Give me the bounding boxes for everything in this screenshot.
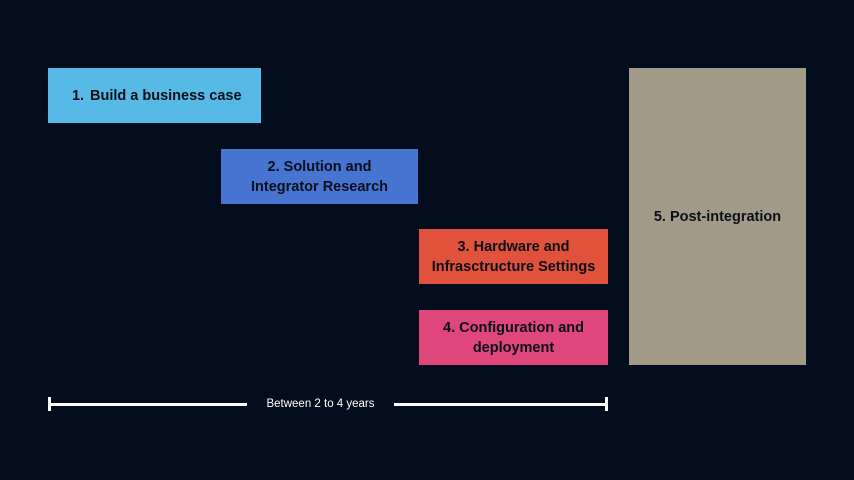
step-4-label-line-2: deployment [472,339,555,356]
step-2-label-line-2: Integrator Research [251,178,388,195]
step-3-hardware-infrastructure: 3. Hardware and Infrasctructure Settings [419,229,608,284]
step-4-label-line-1: 4. Configuration and [443,319,584,336]
step-5-label: 5. Post-integration [653,208,782,225]
step-1-label: Build a business case [90,87,242,104]
step-2-solution-integrator-research: 2. Solution and Integrator Research [221,149,418,204]
step-1-number: 1. [71,87,85,104]
timeline-line-left [48,402,247,406]
step-2-label-line-1: 2. Solution and [267,158,372,175]
step-3-label-line-1: 3. Hardware and [457,238,570,255]
step-1-build-business-case: 1. Build a business case [48,68,261,123]
timeline-end-cap [605,397,608,411]
timeline-label: Between 2 to 4 years [266,398,375,410]
step-3-label-line-2: Infrasctructure Settings [431,258,596,275]
step-5-post-integration: 5. Post-integration [629,68,806,365]
timeline-line-right [394,402,608,406]
timeline-bar: Between 2 to 4 years [48,396,610,412]
step-4-configuration-deployment: 4. Configuration and deployment [419,310,608,365]
